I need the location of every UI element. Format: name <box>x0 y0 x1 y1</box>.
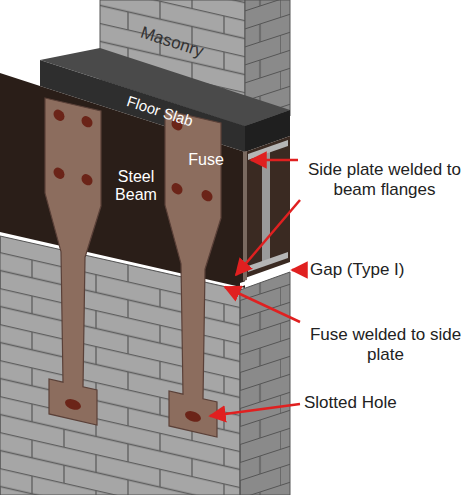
leader-arrow <box>225 287 300 322</box>
material-label: Steel Beam <box>111 168 161 205</box>
leader-arrow <box>251 159 298 162</box>
callout-label: Side plate welded to beam flanges <box>302 160 467 199</box>
beam-top-flange <box>248 140 288 160</box>
leader-arrow <box>292 269 306 272</box>
callout-label: Slotted Hole <box>304 393 397 413</box>
leader-arrow <box>236 200 300 275</box>
beam-web <box>262 147 270 265</box>
material-label: Fuse <box>188 151 224 169</box>
callout-label: Fuse welded to side plate <box>303 325 468 364</box>
callout-label: Gap (Type I) <box>310 260 404 280</box>
fuse-plate <box>45 98 101 426</box>
leader-arrow <box>210 404 300 416</box>
